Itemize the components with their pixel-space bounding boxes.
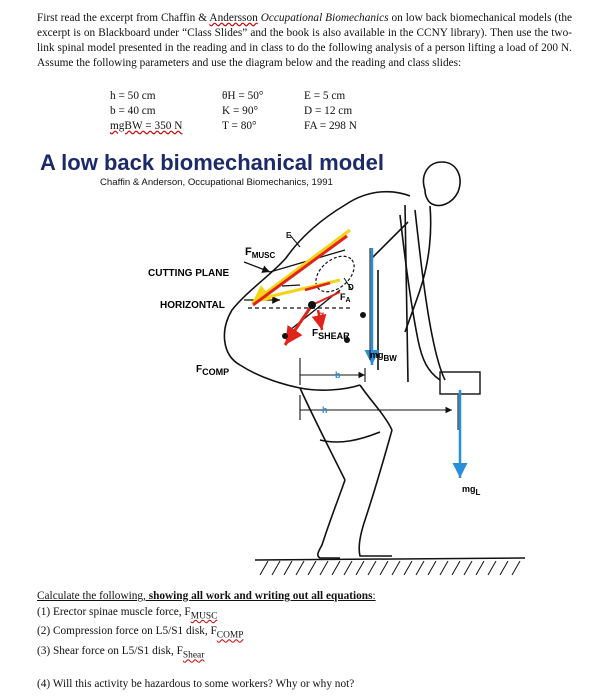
f-musc-vectors — [251, 228, 351, 305]
horizontal-label: HORIZONTAL — [160, 300, 225, 311]
b-label: b — [335, 370, 341, 380]
question-4: (4) Will this activity be hazardous to s… — [37, 677, 355, 690]
mg-bw-label: mgBW — [370, 350, 397, 363]
f-musc-label: FMUSC — [245, 246, 276, 260]
param-d: D = 12 cm — [304, 105, 353, 117]
e-d-dimensions — [289, 234, 353, 291]
alpha-label: α — [318, 310, 325, 321]
questions-header: Calculate the following, showing all wor… — [37, 590, 376, 602]
param-h: h = 50 cm — [110, 90, 156, 102]
intro-book-title: Occupational Biomechanics — [260, 12, 389, 24]
slide-title: A low back biomechanical model — [40, 150, 384, 175]
intro-text-2: on low back biomechanical models (the ex… — [37, 12, 573, 69]
intro-author: Andersson — [209, 12, 258, 24]
question-2: (2) Compression force on L5/S1 disk, FCO… — [37, 625, 244, 641]
question-3: (3) Shear force on L5/S1 disk, FShear — [37, 645, 205, 661]
param-row: mgBW = 350 N T = 80° FA = 298 N — [110, 119, 394, 134]
d-label: D — [348, 283, 354, 292]
slide-subtitle: Chaffin & Anderson, Occupational Biomech… — [100, 177, 333, 188]
red-force-vectors — [252, 234, 348, 346]
param-theta-h: θH = 50° — [222, 90, 264, 102]
intro-paragraph: First read the excerpt from Chaffin & An… — [37, 11, 572, 71]
mg-l-label: mgL — [462, 484, 481, 497]
h-label: h — [322, 405, 328, 415]
f-shear-label: FSHEAR — [312, 328, 350, 341]
parameter-table: h = 50 cm θH = 50° E = 5 cm b = 40 cm K … — [110, 89, 394, 134]
intro-text-1: First read the excerpt from Chaffin & — [37, 12, 208, 24]
mg-l-vector — [452, 390, 468, 478]
disc-ellipse — [315, 255, 355, 293]
h-dimension — [299, 395, 452, 420]
f-comp-label: FCOMP — [196, 364, 229, 377]
param-row: b = 40 cm K = 90° D = 12 cm — [110, 104, 394, 119]
param-e: E = 5 cm — [304, 90, 346, 102]
question-1: (1) Erector spinae muscle force, FMUSC — [37, 605, 218, 621]
param-row: h = 50 cm θH = 50° E = 5 cm — [110, 89, 394, 104]
param-k: K = 90° — [222, 105, 258, 117]
human-figure — [223, 161, 481, 559]
param-fa: FA = 298 N — [304, 120, 357, 132]
b-dimension — [299, 358, 366, 385]
joint-points — [282, 301, 366, 343]
mg-bw-vector — [364, 248, 380, 365]
param-b: b = 40 cm — [110, 105, 156, 117]
param-mg-bw: mgBW = 350 N — [110, 120, 183, 132]
fa-label: FA — [340, 292, 351, 304]
ground-line — [254, 557, 526, 576]
questions-section: Calculate the following, showing all wor… — [37, 589, 577, 692]
e-label: E — [286, 231, 292, 240]
param-t: T = 80° — [222, 120, 257, 132]
cutting-plane-label: CUTTING PLANE — [148, 268, 229, 279]
